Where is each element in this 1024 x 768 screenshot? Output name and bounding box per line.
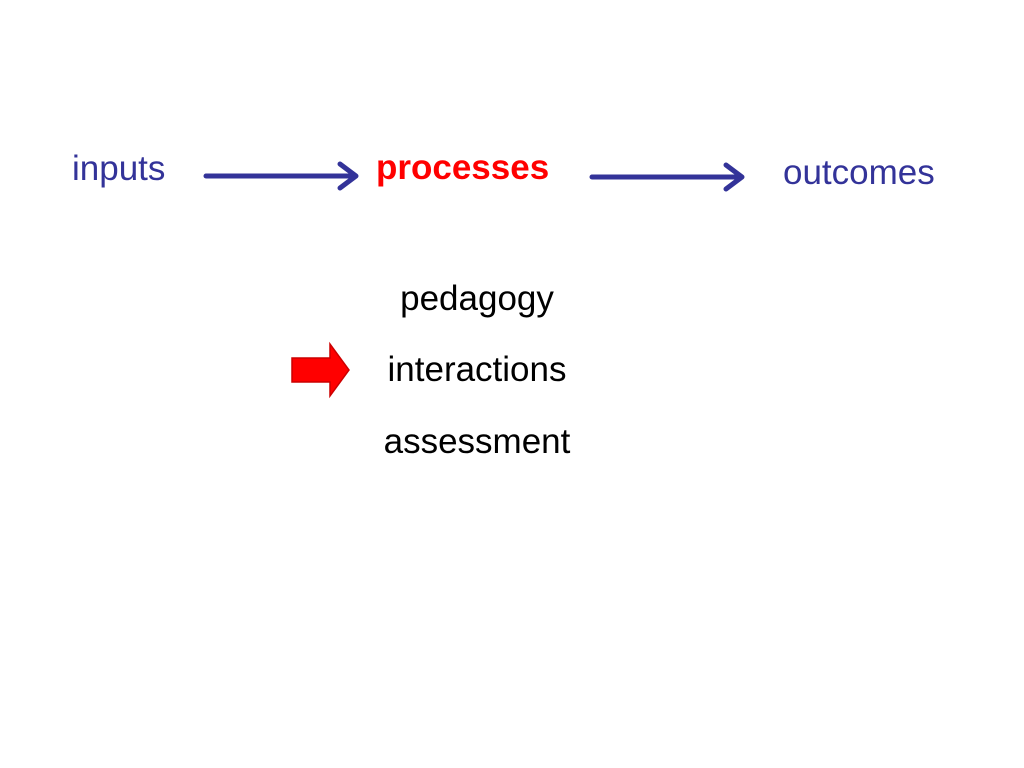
block-arrow-right-icon — [291, 341, 350, 399]
right-arrow-icon — [203, 161, 359, 191]
flow-node-inputs: inputs — [72, 149, 166, 188]
process-item-interactions: interactions — [387, 350, 567, 389]
process-item-pedagogy: pedagogy — [400, 279, 554, 318]
process-item-assessment: assessment — [383, 422, 571, 461]
right-arrow-icon — [589, 162, 745, 192]
flow-node-processes: processes — [376, 148, 550, 187]
flow-node-outcomes: outcomes — [783, 153, 935, 192]
